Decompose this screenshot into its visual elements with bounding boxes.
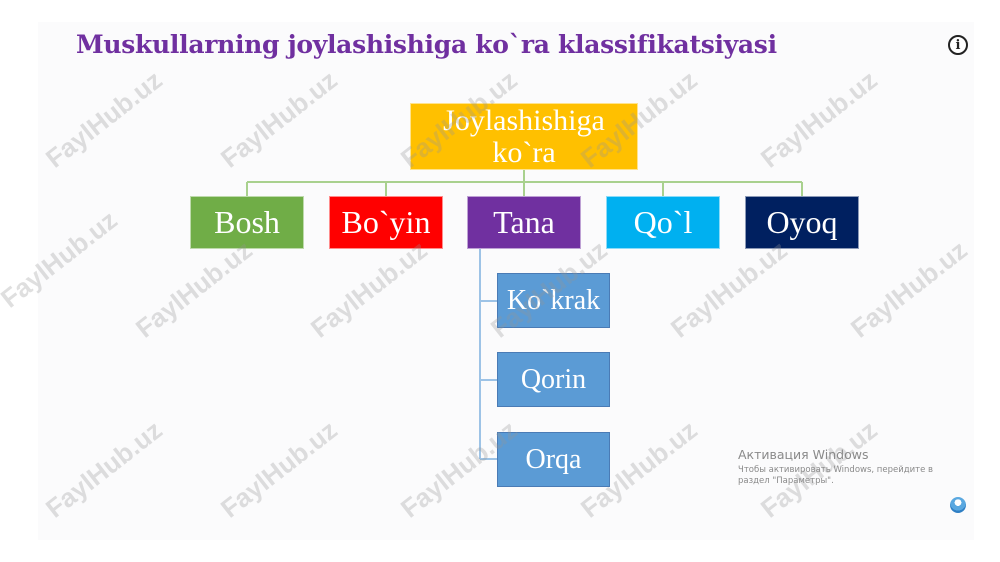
node-bosh: Bosh: [190, 196, 304, 249]
node-boyin-label: Bo`yin: [341, 203, 431, 240]
node-bosh-label: Bosh: [214, 203, 280, 240]
node-oyoq-label: Oyoq: [766, 203, 838, 240]
node-orqa-label: Orqa: [525, 443, 582, 475]
activation-heading: Активация Windows: [738, 447, 869, 462]
node-tana: Tana: [467, 196, 581, 249]
activation-instructions: Чтобы активировать Windows, перейдите в …: [738, 465, 933, 487]
node-boyin: Bo`yin: [329, 196, 443, 249]
root-node-line1: Joylashishiga: [443, 104, 605, 137]
root-node-line2: ko`ra: [492, 135, 556, 169]
info-icon-glyph: i: [955, 37, 961, 53]
node-kokrak-label: Ko`krak: [506, 284, 601, 316]
info-icon[interactable]: i: [948, 35, 968, 55]
node-kokrak: Ko`krak: [497, 273, 610, 328]
windows-activation-notice: Активация Windows Чтобы активировать Win…: [738, 447, 933, 487]
node-qol: Qo`l: [606, 196, 720, 249]
node-orqa: Orqa: [497, 432, 610, 487]
node-qorin: Qorin: [497, 352, 610, 407]
tray-app-icon[interactable]: [950, 497, 966, 513]
node-qorin-label: Qorin: [520, 363, 587, 395]
root-node: Joylashishiga ko`ra: [410, 103, 638, 170]
slide-title: Muskullarning joylashishiga ko`ra klassi…: [76, 30, 777, 59]
activation-line-2: раздел "Параметры".: [738, 476, 834, 487]
node-qol-label: Qo`l: [633, 203, 693, 240]
node-tana-label: Tana: [493, 203, 555, 240]
node-oyoq: Oyoq: [745, 196, 859, 249]
activation-line-1: Чтобы активировать Windows, перейдите в: [738, 465, 934, 475]
